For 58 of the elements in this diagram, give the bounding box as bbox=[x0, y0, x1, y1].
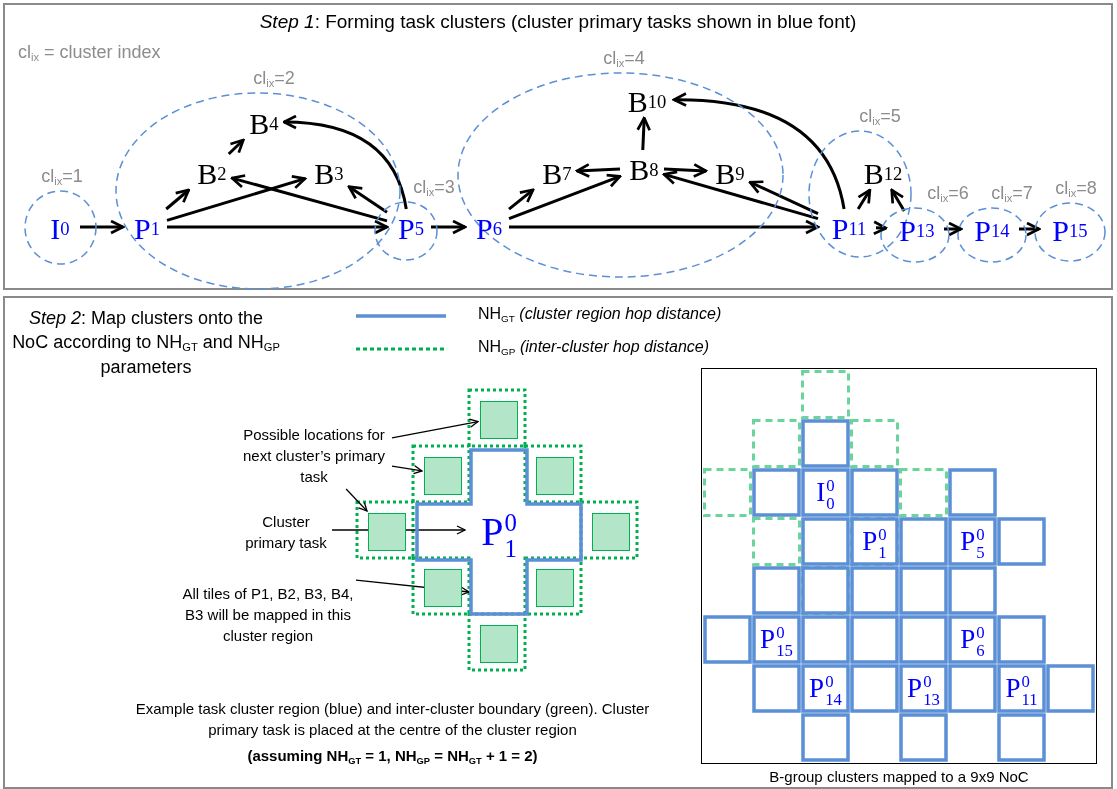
cluster-label: cl$_{ix}$=1 bbox=[40, 166, 84, 187]
panel-title: Step 1: Forming task clusters (cluster primary tasks shown in blue font) bbox=[258, 11, 858, 33]
arrow bbox=[508, 173, 622, 221]
panel-title: Step 2: Map clusters onto the NoC according to NH$_{GT}$ and NH$_{GP}$ parameters bbox=[11, 307, 281, 379]
arrow bbox=[575, 163, 621, 178]
arrow bbox=[872, 220, 888, 236]
tile-square bbox=[480, 625, 518, 663]
arrow bbox=[944, 221, 963, 237]
arrow bbox=[890, 188, 906, 212]
arrow bbox=[230, 174, 388, 223]
cluster-group bbox=[24, 166, 97, 265]
cluster-label: cl$_{ix}$=7 bbox=[990, 183, 1034, 204]
tile-square bbox=[424, 457, 462, 495]
legend-text: NH$_{GP}$ (inter-cluster hop distance) bbox=[478, 338, 709, 356]
grid-caption: B-group clusters mapped to a 9x9 NoC bbox=[768, 768, 1030, 785]
tile-square bbox=[536, 457, 574, 495]
arrow bbox=[1019, 221, 1041, 237]
arrow bbox=[282, 115, 408, 210]
arrow bbox=[167, 219, 389, 235]
cluster-label: cl$_{ix}$=8 bbox=[1054, 178, 1098, 199]
tile-square bbox=[480, 401, 518, 439]
arrow bbox=[662, 170, 819, 221]
arrow bbox=[748, 180, 819, 215]
arrow bbox=[347, 185, 388, 214]
cluster-group bbox=[808, 106, 914, 258]
arrow bbox=[856, 188, 872, 210]
tile-square bbox=[368, 513, 406, 551]
arrow bbox=[663, 163, 708, 178]
arrow bbox=[227, 138, 245, 156]
annotation-text: Possible locations for next cluster’s primary task bbox=[234, 419, 394, 491]
tile-square bbox=[592, 513, 630, 551]
arrow bbox=[636, 116, 651, 151]
leader-line bbox=[391, 465, 423, 475]
cluster-label: cl$_{ix}$=4 bbox=[602, 48, 646, 69]
key-note: cl$_{ix}$ = cluster index bbox=[18, 42, 162, 63]
arrow bbox=[431, 219, 467, 235]
cluster-label: cl$_{ix}$=2 bbox=[252, 68, 296, 89]
cluster-label: cl$_{ix}$=6 bbox=[926, 183, 970, 204]
arrow bbox=[509, 219, 820, 235]
leader-line bbox=[391, 418, 479, 439]
cluster-region bbox=[415, 448, 583, 616]
step-panel bbox=[3, 3, 1113, 290]
tile-square bbox=[424, 569, 462, 607]
cluster-label: cl$_{ix}$=3 bbox=[412, 177, 456, 198]
caption-text: Example task cluster region (blue) and inter-cluster boundary (green). Cluster primary task is placed at the centre of the cluster region bbox=[134, 699, 651, 740]
caption-text: (assuming NH$_{GT}$ = 1, NH$_{GP}$ = NH$_{GT}$ + 1 = 2) bbox=[246, 746, 539, 766]
tile-square bbox=[536, 569, 574, 607]
arrow bbox=[166, 175, 307, 222]
cluster-label: cl$_{ix}$=5 bbox=[858, 106, 902, 127]
arrow bbox=[80, 219, 125, 235]
annotation-text: All tiles of P1, B2, B3, B4, B3 will be mapped in this cluster region bbox=[178, 579, 358, 649]
legend-text: NH$_{GT}$ (cluster region hop distance) bbox=[478, 305, 722, 323]
annotation-text: Cluster primary task bbox=[238, 509, 334, 555]
step-panel bbox=[3, 296, 1113, 789]
arrow bbox=[165, 188, 191, 211]
arrow bbox=[508, 188, 535, 211]
leader-line bbox=[345, 488, 368, 512]
arrow bbox=[672, 92, 846, 210]
